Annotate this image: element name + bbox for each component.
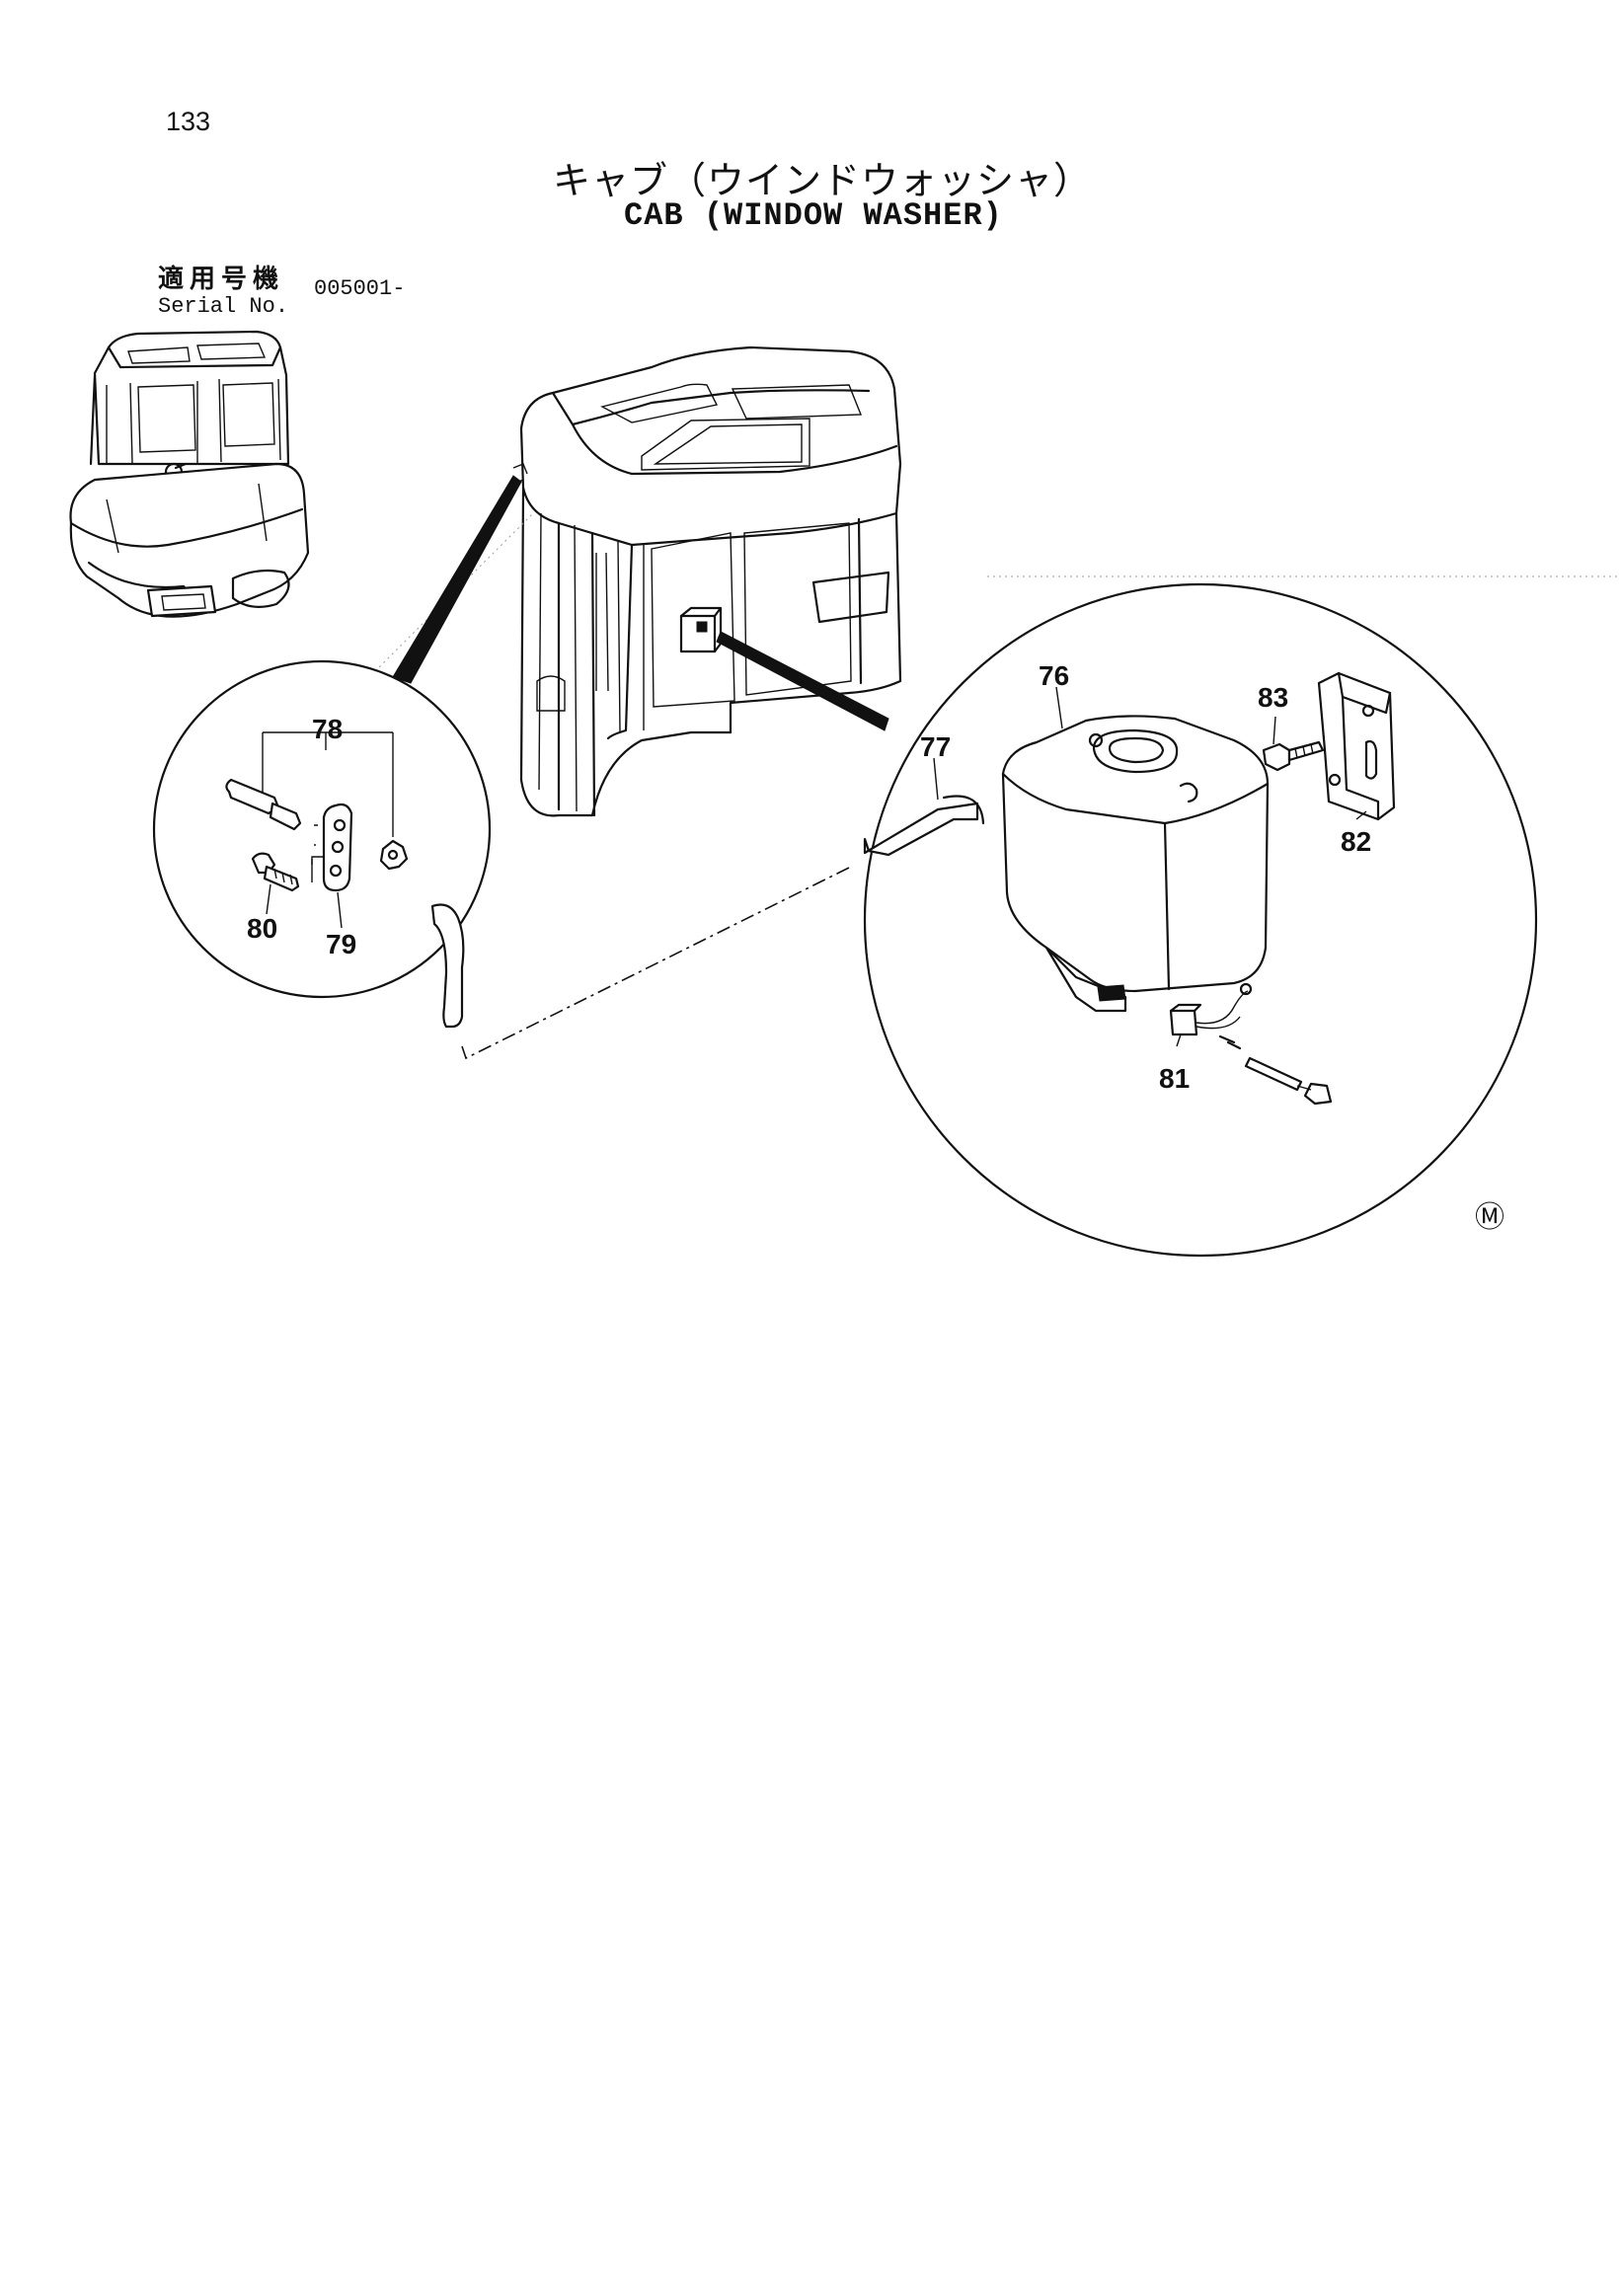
detail-circle-left [152,659,492,1029]
zoom-wedge-right [716,631,889,731]
leader-82 [1355,810,1367,820]
callout-77: 77 [920,731,951,762]
callout-78: 78 [312,714,343,744]
page-number: 133 [166,107,211,136]
serial-number-value: 005001- [314,276,406,301]
serial-label-japanese: 適用号機 [158,265,285,294]
leader-83 [1273,716,1276,745]
cab-illustration [512,345,902,817]
callout-81: 81 [1159,1063,1190,1094]
detail-circle-right [863,582,1538,1258]
guide-line [374,512,534,672]
leader-79 [337,891,343,929]
leader-76 [1055,686,1063,729]
title-japanese: キャブ（ウインドウォッシャ） [553,159,1093,202]
title-english: CAB (WINDOW WASHER) [624,197,1003,234]
callout-79: 79 [326,929,356,959]
leader-81 [1176,1033,1182,1047]
corner-mark: Ⓜ [1475,1200,1504,1235]
zoom-wedge-left [392,475,522,684]
callout-76: 76 [1039,660,1069,691]
leader-80 [266,883,271,915]
callout-80: 80 [247,913,277,944]
connection-line [461,866,852,1060]
serial-label-english: Serial No. [158,294,289,319]
callout-82: 82 [1341,826,1371,857]
machine-overview-illustration [69,330,310,618]
callout-83: 83 [1258,682,1288,713]
leader-77 [933,757,939,801]
